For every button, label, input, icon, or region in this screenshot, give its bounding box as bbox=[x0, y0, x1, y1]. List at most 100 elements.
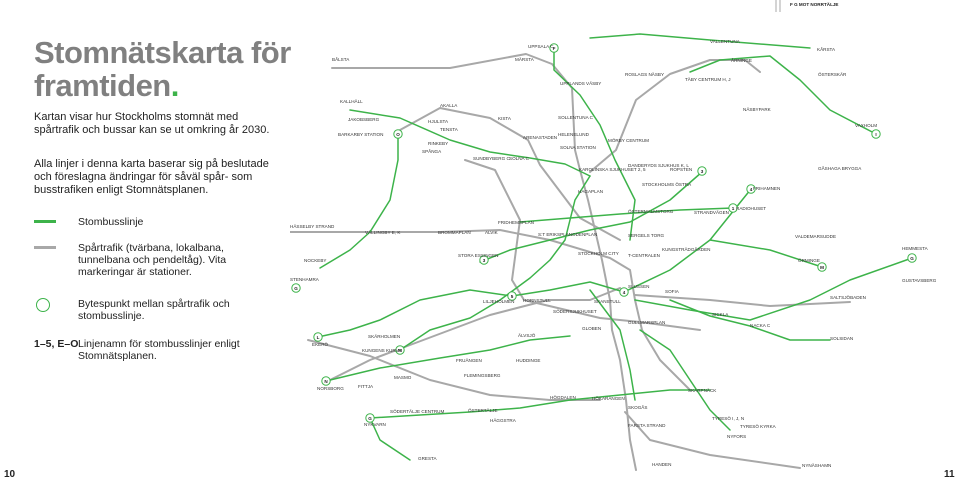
station-label: SPÅNGA bbox=[422, 148, 442, 154]
station-label: GUSTAVSBERG bbox=[902, 278, 937, 283]
station-label: JAKOBSBERG bbox=[348, 117, 380, 122]
legend-lines-label: Linjenamn för stombusslinjer enligt Stom… bbox=[78, 338, 240, 362]
station-label: MÖRBY CENTRUM bbox=[608, 137, 649, 143]
station-label: TYRESÖ I, J, N bbox=[712, 415, 744, 421]
station-label: UPPSALA C bbox=[528, 44, 554, 49]
station-label: GÅSHAGA BRYGGA bbox=[818, 165, 862, 171]
station-label: NYNÄSHAMN bbox=[802, 462, 831, 468]
station-label: KISTA bbox=[498, 116, 512, 121]
station-label: STOCKHOLM CITY bbox=[578, 251, 619, 256]
legend-rail-label: Spårtrafik (tvärbana, lokalbana, tunnelb… bbox=[78, 242, 227, 278]
station-label: T-CENTRALEN bbox=[628, 253, 660, 258]
interchange-circle-icon bbox=[291, 283, 301, 293]
interchange-circle: M bbox=[395, 345, 405, 355]
station-label: KALLHÄLL bbox=[340, 98, 363, 104]
station-label: KUNGENS KURVA bbox=[362, 348, 402, 353]
station-label: HAGAPLAN bbox=[578, 189, 603, 194]
bus-line-f bbox=[553, 47, 636, 241]
interchange-circle: N bbox=[321, 376, 331, 386]
station-label: FRIHAMNEN bbox=[753, 186, 780, 191]
interchange-circle-icon bbox=[321, 376, 331, 386]
station-label: STOCKHOLMS ÖSTRA bbox=[642, 181, 692, 187]
station-label: RINKEBY bbox=[428, 141, 448, 146]
station-label: TÄBY CENTRUM H, J bbox=[685, 76, 731, 82]
interchange-circle: 5 bbox=[507, 291, 517, 301]
line-code-label: 4 bbox=[623, 290, 626, 295]
station-label: SLUSSEN bbox=[628, 284, 649, 289]
interchange-circle-icon bbox=[507, 291, 517, 301]
station-label: KÅRSTA bbox=[817, 46, 836, 52]
station-label: HJULSTA bbox=[428, 119, 449, 124]
station-label: HÖKARÄNGEN bbox=[592, 395, 625, 401]
station-label: SICKLA bbox=[712, 312, 729, 317]
station-label: FARSTA STRAND bbox=[628, 423, 666, 428]
bus-line-m bbox=[399, 299, 501, 351]
line-code-label: 5 bbox=[511, 294, 514, 299]
interchange-circle: O bbox=[393, 129, 403, 139]
station-label: SKÄRHOLMEN bbox=[368, 333, 400, 339]
station-label: SKANSTULL bbox=[594, 299, 621, 304]
station-label: ÖSTERSKÄR bbox=[818, 71, 847, 77]
station-label: HELENELUND bbox=[558, 132, 590, 137]
station-label: TENSTA bbox=[440, 127, 459, 132]
station-label: NACKA C bbox=[750, 323, 771, 328]
station-label: SERGELS TORG bbox=[628, 233, 665, 238]
station-label: MÄRSTA bbox=[515, 56, 535, 62]
bus-line-3 bbox=[479, 171, 703, 263]
top-right-label: F G MOT NORRTÄLJE bbox=[790, 1, 839, 7]
legend-interchange-label: Bytespunkt mellan spårtrafik och stombus… bbox=[78, 298, 230, 322]
station-label: NORSBORG bbox=[317, 386, 344, 391]
rail-tvarbana bbox=[464, 159, 701, 331]
interchange-circle: 4 bbox=[619, 287, 629, 297]
station-label: LILJEHOLMEN bbox=[483, 299, 514, 304]
interchange-circle: 3 bbox=[479, 255, 489, 265]
interchange-circle-icon bbox=[907, 253, 917, 263]
title-dot: . bbox=[170, 68, 180, 103]
bus-line-nacka bbox=[669, 299, 831, 341]
rail-green-west bbox=[290, 229, 691, 391]
interchange-circle-icon bbox=[395, 345, 405, 355]
bus-line-south bbox=[369, 389, 711, 419]
station-label: VAXHOLM bbox=[855, 123, 877, 128]
bus-line-g-east bbox=[634, 257, 913, 321]
intro-text-2: Alla linjer i denna karta baserar sig på… bbox=[34, 158, 269, 196]
bus-line-1 bbox=[519, 207, 734, 223]
station-label: ÖSTERMALMSTORG bbox=[628, 208, 674, 214]
rail-blue-north bbox=[399, 107, 621, 241]
station-label: BROMMAPLAN bbox=[438, 230, 471, 235]
station-label: MASMO bbox=[394, 375, 412, 380]
station-label: GULLMARSPLAN bbox=[628, 320, 665, 325]
station-label: VALLENTUNA bbox=[710, 39, 741, 44]
line-code-label: I bbox=[875, 132, 876, 137]
interchange-circle-icon bbox=[365, 413, 375, 423]
line-code-label: 3 bbox=[701, 169, 704, 174]
station-label: ÅRNINGE bbox=[731, 57, 752, 63]
station-label: SOLNA C bbox=[509, 156, 530, 161]
station-label: FLEMINGSBERG bbox=[464, 373, 501, 378]
station-label: NOCKEBY bbox=[304, 258, 326, 263]
station-label: SUNDBYBERG C bbox=[473, 156, 510, 161]
left-info-panel: Stomnätskarta för framtiden. Kartan visa… bbox=[0, 0, 291, 481]
station-label: HORNSTULL bbox=[523, 298, 551, 303]
rail-sodertalje bbox=[307, 339, 601, 401]
interchange-circle: G bbox=[291, 283, 301, 293]
line-code-label: N bbox=[324, 379, 328, 384]
rail-red-south bbox=[329, 287, 621, 381]
station-label: AKALLA bbox=[440, 103, 458, 108]
bus-line-o bbox=[319, 133, 399, 269]
interchange-circle: G bbox=[907, 253, 917, 263]
station-label: EKERÖ bbox=[312, 341, 329, 347]
bus-line-gotland bbox=[589, 289, 636, 401]
interchange-circle-icon bbox=[549, 43, 559, 53]
station-label: SÖDERSJUKHUSET bbox=[553, 308, 597, 314]
line-code-label: L bbox=[317, 335, 320, 340]
station-label: KAROLINSKA SJUKHUSET 2, 5 bbox=[579, 167, 646, 172]
rail-pendel-north bbox=[331, 53, 637, 471]
station-label: SKOGÅS bbox=[628, 404, 647, 410]
interchange-circle: 4 bbox=[746, 184, 756, 194]
rail-saltsjo bbox=[634, 294, 851, 307]
station-label: SOLLENTUNA C bbox=[558, 115, 594, 120]
line-code-label: O bbox=[396, 132, 400, 137]
station-label: STRANDVÄGEN bbox=[694, 209, 729, 215]
